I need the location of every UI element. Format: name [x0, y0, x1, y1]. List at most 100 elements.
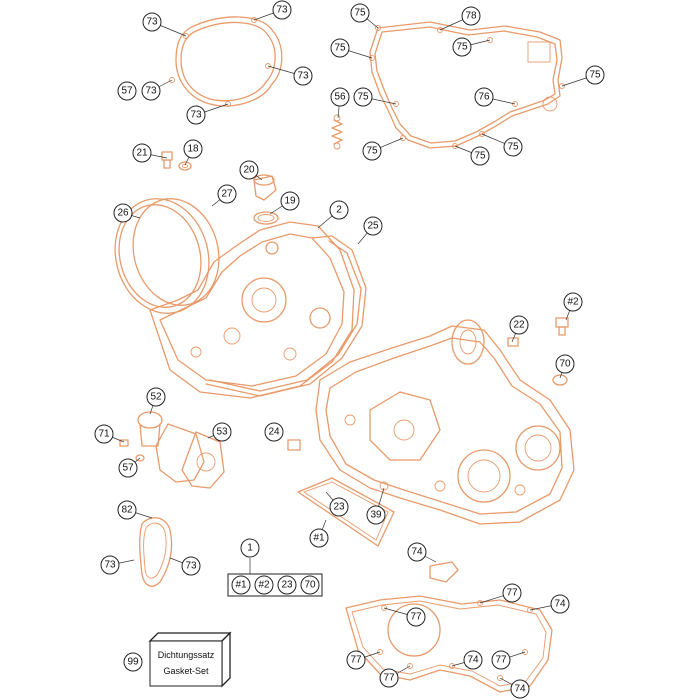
callout-circle[interactable]: [142, 12, 162, 32]
callout-75[interactable]: 75: [452, 37, 491, 57]
callout-20[interactable]: 20: [239, 160, 263, 181]
callout-74[interactable]: 74: [407, 542, 437, 563]
callout-circle[interactable]: [555, 354, 575, 374]
callout-circle[interactable]: [470, 146, 490, 166]
callout-circle[interactable]: [585, 65, 605, 85]
callout-circle[interactable]: [550, 594, 570, 614]
callout-24[interactable]: 24: [264, 422, 284, 442]
callout-circle[interactable]: [100, 555, 120, 575]
callout-77[interactable]: 77: [491, 650, 526, 670]
callout-circle[interactable]: [117, 500, 137, 520]
callout-circle[interactable]: [293, 66, 313, 86]
callout-circle[interactable]: [329, 497, 349, 517]
callout-circle[interactable]: [183, 139, 203, 159]
callout-circle[interactable]: [146, 387, 166, 407]
callout-25[interactable]: 25: [357, 216, 383, 245]
callout-circle[interactable]: [309, 528, 329, 548]
callout-57[interactable]: 57: [118, 457, 141, 478]
callout-71[interactable]: 71: [94, 424, 125, 444]
callout-52[interactable]: 52: [146, 387, 166, 415]
callout-77[interactable]: 77: [346, 650, 381, 670]
callout-circle[interactable]: [346, 650, 366, 670]
callout-77[interactable]: 77: [379, 665, 411, 688]
callout-circle[interactable]: [217, 184, 237, 204]
callout-circle[interactable]: [117, 81, 137, 101]
callout-18[interactable]: 18: [183, 139, 203, 166]
callout-circle[interactable]: [181, 556, 201, 576]
callout-75[interactable]: 75: [353, 87, 397, 107]
callout-75[interactable]: 75: [362, 137, 404, 161]
callout-circle[interactable]: [563, 292, 583, 312]
callout-22[interactable]: 22: [509, 315, 529, 343]
kit-item[interactable]: 23: [277, 575, 297, 595]
callout-23[interactable]: 23: [325, 491, 349, 517]
callout-circle[interactable]: [474, 87, 494, 107]
kit-item[interactable]: #1: [231, 575, 251, 595]
kit-item-circle[interactable]: [254, 575, 274, 595]
callout-circle[interactable]: [503, 137, 523, 157]
callout-circle[interactable]: [118, 458, 138, 478]
callout-27[interactable]: 27: [211, 184, 237, 207]
callout-21[interactable]: 21: [132, 143, 168, 163]
callout-73[interactable]: 73: [267, 65, 313, 86]
callout-kit-2[interactable]: #2: [563, 292, 583, 321]
callout-19[interactable]: 19: [269, 191, 300, 215]
callout-circle[interactable]: [452, 37, 472, 57]
callout-kit-1[interactable]: #1: [309, 519, 329, 548]
callout-74[interactable]: 74: [499, 677, 530, 699]
callout-75[interactable]: 75: [561, 65, 605, 87]
kit-item-circle[interactable]: [231, 575, 251, 595]
kit-item[interactable]: #2: [254, 575, 274, 595]
callout-53[interactable]: 53: [207, 422, 232, 442]
callout-circle[interactable]: [353, 87, 373, 107]
callout-73[interactable]: 73: [186, 103, 229, 125]
callout-circle[interactable]: [239, 160, 259, 180]
callout-circle[interactable]: [363, 216, 383, 236]
callout-73[interactable]: 73: [169, 556, 201, 576]
callout-circle[interactable]: [186, 105, 206, 125]
callout-circle[interactable]: [366, 505, 386, 525]
callout-73[interactable]: 73: [142, 12, 187, 37]
callout-77[interactable]: 77: [383, 607, 426, 627]
callout-39[interactable]: 39: [366, 487, 386, 525]
callout-57[interactable]: 57: [117, 81, 137, 101]
callout-circle[interactable]: [463, 650, 483, 670]
callout-circle[interactable]: [132, 143, 152, 163]
callout-circle[interactable]: [502, 583, 522, 603]
callout-circle[interactable]: [461, 6, 481, 26]
callout-circle[interactable]: [379, 668, 399, 688]
callout-circle[interactable]: [141, 81, 161, 101]
callout-75[interactable]: 75: [330, 38, 373, 59]
callout-73[interactable]: 73: [253, 0, 292, 21]
callout-26[interactable]: 26: [113, 203, 141, 223]
callout-74[interactable]: 74: [451, 650, 483, 670]
callout-73[interactable]: 73: [141, 79, 173, 101]
callout-82[interactable]: 82: [117, 500, 153, 520]
callout-circle[interactable]: [330, 87, 350, 107]
callout-75[interactable]: 75: [481, 133, 523, 157]
callout-circle[interactable]: [509, 315, 529, 335]
kit-item-circle[interactable]: [300, 575, 320, 595]
callout-circle[interactable]: [406, 607, 426, 627]
callout-circle[interactable]: [510, 679, 530, 699]
callout-circle[interactable]: [407, 542, 427, 562]
kit-item[interactable]: 70: [300, 575, 320, 595]
callout-circle[interactable]: [272, 0, 292, 20]
callout-circle[interactable]: [280, 191, 300, 211]
callout-74[interactable]: 74: [529, 594, 570, 614]
callout-70[interactable]: 70: [555, 354, 575, 379]
callout-circle[interactable]: [350, 3, 370, 23]
callout-78[interactable]: 78: [439, 6, 481, 31]
callout-2[interactable]: 2: [317, 200, 349, 229]
callout-circle[interactable]: [362, 141, 382, 161]
callout-circle[interactable]: [264, 422, 284, 442]
callout-75[interactable]: 75: [454, 145, 490, 166]
callout-circle[interactable]: [329, 200, 349, 220]
callout-circle[interactable]: [113, 203, 133, 223]
callout-circle[interactable]: [94, 424, 114, 444]
kit-item-circle[interactable]: [277, 575, 297, 595]
callout-75[interactable]: 75: [350, 3, 379, 29]
gasket-set-number-circle[interactable]: [123, 652, 143, 672]
callout-77[interactable]: 77: [479, 583, 522, 604]
callout-56[interactable]: 56: [330, 87, 350, 119]
